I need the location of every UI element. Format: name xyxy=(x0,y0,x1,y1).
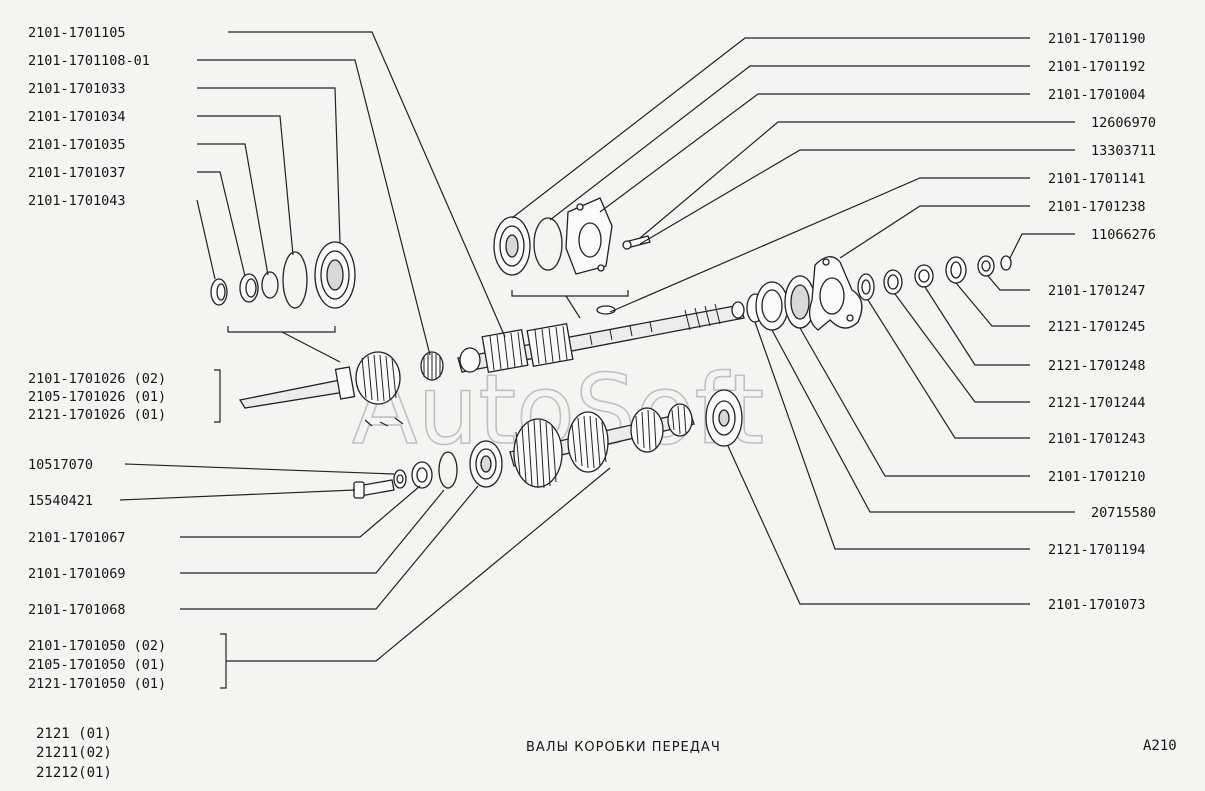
rear-flange xyxy=(808,256,863,331)
part-label: 2121-1701050 (01) xyxy=(28,676,166,692)
part-label: 12606970 xyxy=(1091,115,1156,131)
countershaft-front-parts xyxy=(353,440,503,499)
needle-bearing xyxy=(420,351,444,381)
part-label: 2101-1701190 xyxy=(1048,31,1146,47)
part-label: 13303711 xyxy=(1091,143,1156,159)
part-label: 2121-1701194 xyxy=(1048,542,1146,558)
footer: 2121 (01) 21211(02) 21212(01) ВАЛЫ КОРОБ… xyxy=(36,726,1177,781)
upper-bearing-group xyxy=(493,197,651,319)
part-label: 2101-1701238 xyxy=(1048,199,1146,215)
parts-drawing xyxy=(210,197,1012,499)
rear-small-parts xyxy=(857,255,1012,301)
part-label: 2121-1701245 xyxy=(1048,319,1146,335)
part-label: 11066276 xyxy=(1091,227,1156,243)
labels-left: 2101-1701105 2101-1701108-01 2101-170103… xyxy=(28,25,166,692)
model-code: 21212(01) xyxy=(36,765,112,781)
part-label: 2101-1701108-01 xyxy=(28,53,150,69)
page-title: ВАЛЫ КОРОБКИ ПЕРЕДАЧ xyxy=(526,740,721,755)
part-label: 2101-1701141 xyxy=(1048,171,1146,187)
part-label: 2101-1701243 xyxy=(1048,431,1146,447)
part-label: 2101-1701068 xyxy=(28,602,126,618)
part-label: 2101-1701033 xyxy=(28,81,126,97)
part-label: 2121-1701248 xyxy=(1048,358,1146,374)
part-label: 2121-1701244 xyxy=(1048,395,1146,411)
labels-right: 2101-1701190 2101-1701192 2101-1701004 1… xyxy=(1048,31,1156,613)
part-label: 2101-1701192 xyxy=(1048,59,1146,75)
part-label: 2101-1701037 xyxy=(28,165,126,181)
page-code: А210 xyxy=(1143,738,1177,754)
countershaft xyxy=(509,403,695,489)
part-label: 2101-1701247 xyxy=(1048,283,1146,299)
part-label: 2101-1701034 xyxy=(28,109,126,125)
part-label: 2101-1701067 xyxy=(28,530,126,546)
model-code: 2121 (01) xyxy=(36,726,112,742)
part-label: 2101-1701043 xyxy=(28,193,126,209)
part-label: 2101-1701026 (02) xyxy=(28,371,166,387)
part-label: 10517070 xyxy=(28,457,93,473)
part-label: 2101-1701210 xyxy=(1048,469,1146,485)
part-label: 2101-1701035 xyxy=(28,137,126,153)
part-label: 2105-1701026 (01) xyxy=(28,389,166,405)
part-label: 2105-1701050 (01) xyxy=(28,657,166,673)
primary-shaft xyxy=(238,351,404,427)
countershaft-rear-bearing xyxy=(705,389,743,447)
part-label: 2101-1701105 xyxy=(28,25,126,41)
secondary-shaft xyxy=(457,275,816,373)
part-label: 2101-1701069 xyxy=(28,566,126,582)
part-label: 2101-1701004 xyxy=(1048,87,1146,103)
part-label: 2101-1701050 (02) xyxy=(28,638,166,654)
part-label: 2101-1701073 xyxy=(1048,597,1146,613)
part-label: 15540421 xyxy=(28,493,93,509)
leader-lines xyxy=(119,31,1075,689)
part-label: 2121-1701026 (01) xyxy=(28,407,166,423)
model-code: 21211(02) xyxy=(36,745,112,761)
primary-shaft-bearing-set xyxy=(210,241,356,363)
part-label: 20715580 xyxy=(1091,505,1156,521)
